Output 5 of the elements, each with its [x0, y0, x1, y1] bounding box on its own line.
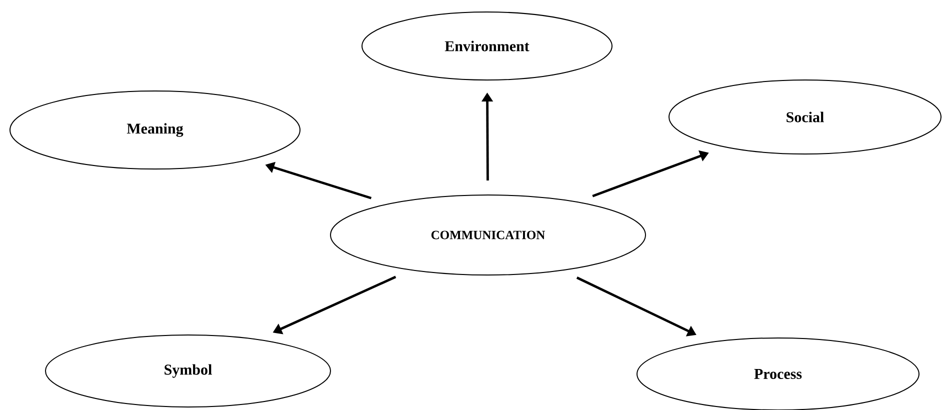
ellipse-node: Meaning [10, 90, 300, 170]
ellipse-node: COMMUNICATION [330, 194, 646, 276]
ellipse-node: Environment [362, 12, 612, 80]
ellipse-node: Social [668, 80, 942, 154]
ellipse-node: Symbol [45, 334, 331, 408]
